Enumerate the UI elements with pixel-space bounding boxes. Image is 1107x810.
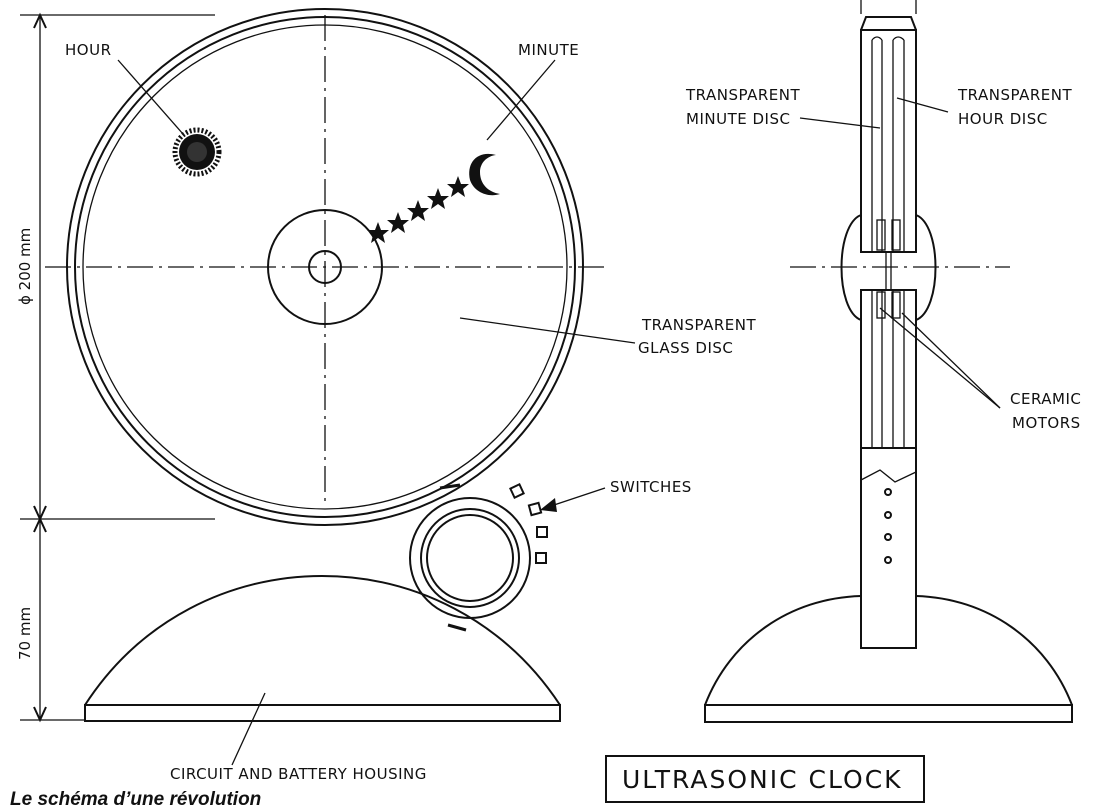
glass-disc-outer-ring bbox=[66, 8, 584, 526]
caption: Le schéma d’une révolution bbox=[10, 789, 261, 810]
side-view bbox=[704, 0, 1073, 723]
minute-disc-label: TRANSPARENT bbox=[685, 86, 800, 104]
upper-disc-column bbox=[860, 29, 917, 253]
title-box bbox=[605, 755, 925, 803]
ceramic-motors-label: CERAMIC bbox=[1010, 390, 1081, 408]
minute-label: MINUTE bbox=[518, 41, 579, 59]
hour-disc-label-2: HOUR DISC bbox=[958, 110, 1048, 128]
hour-sun-icon bbox=[172, 127, 222, 177]
hour-label: HOUR bbox=[65, 41, 112, 59]
glass-disc-label: TRANSPARENT bbox=[641, 316, 756, 334]
switch-ring bbox=[409, 483, 531, 632]
circuit-battery-housing bbox=[84, 574, 561, 706]
hour-disc-label: TRANSPARENT bbox=[957, 86, 1072, 104]
diameter-dimension: ϕ 200 mm bbox=[16, 228, 34, 305]
switch-buttons bbox=[509, 483, 548, 564]
housing-label: CIRCUIT AND BATTERY HOUSING bbox=[170, 765, 427, 783]
lower-disc-column bbox=[860, 289, 917, 449]
minute-moon-icon bbox=[469, 153, 500, 196]
front-view bbox=[20, 8, 636, 766]
switches-label: SWITCHES bbox=[610, 478, 692, 496]
height-dimension: 70 mm bbox=[16, 607, 34, 660]
hub bbox=[267, 209, 383, 325]
central-hub-housing bbox=[840, 214, 937, 321]
glass-disc-label-2: GLASS DISC bbox=[638, 339, 733, 357]
minute-disc-label-2: MINUTE DISC bbox=[686, 110, 790, 128]
side-base bbox=[704, 595, 1073, 706]
stand-post bbox=[860, 447, 917, 649]
ceramic-motors-label-2: MOTORS bbox=[1012, 414, 1081, 432]
title-text: ULTRASONIC CLOCK bbox=[622, 765, 903, 794]
minute-stars-icon bbox=[367, 176, 469, 243]
